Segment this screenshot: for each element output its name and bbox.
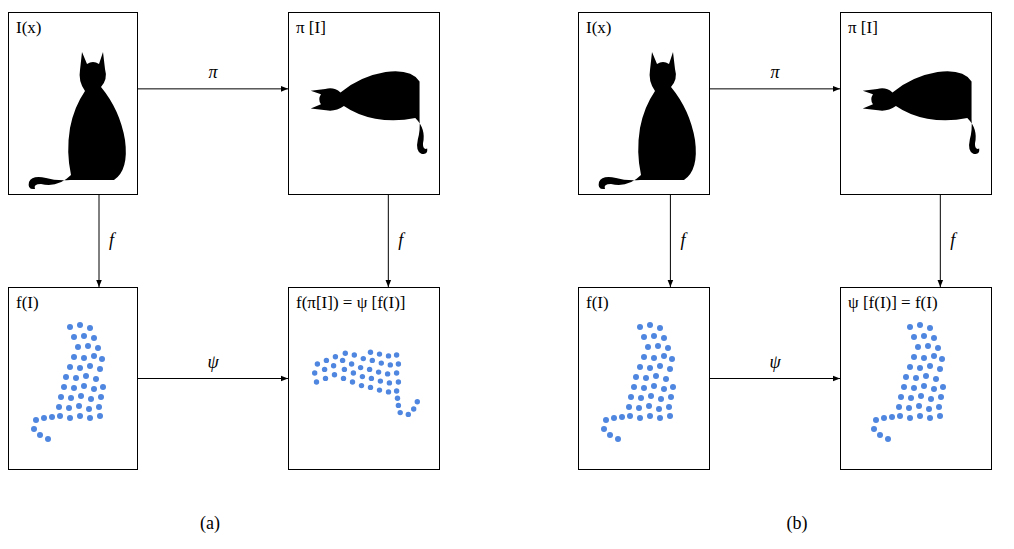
panel-title: π [I]: [289, 13, 333, 43]
feature-points-rotated: [312, 350, 420, 418]
cat-silhouette-rotated: [863, 71, 980, 154]
image-panel: π [I]: [288, 12, 440, 195]
map-label: π: [206, 63, 219, 83]
map-label: ψ: [205, 353, 220, 373]
map-label: f: [678, 231, 687, 251]
mapping-arrow: [710, 88, 840, 89]
map-label: f: [396, 231, 405, 251]
panel-title: I(x): [579, 13, 618, 43]
map-label: ψ: [767, 353, 782, 373]
panel-title: f(π[I]) = ψ [f(I)]: [289, 288, 413, 318]
map-label: π: [768, 63, 781, 83]
image-panel: f(I): [578, 287, 710, 470]
cat-silhouette: [599, 52, 696, 189]
cat-silhouette: [29, 52, 126, 189]
image-panel: f(I): [8, 287, 138, 470]
panel-title: I(x): [9, 13, 48, 43]
panel-title: f(I): [9, 288, 46, 318]
mapping-arrow: [99, 195, 100, 287]
mapping-arrow: [388, 195, 389, 287]
panel-title: π [I]: [841, 13, 885, 43]
panel-title: ψ [f(I)] = f(I): [841, 288, 945, 318]
cat-silhouette-rotated: [311, 71, 428, 154]
mapping-arrow: [138, 378, 288, 379]
mapping-arrow: [710, 378, 840, 379]
image-panel: I(x): [8, 12, 138, 195]
image-panel: π [I]: [840, 12, 992, 195]
image-panel: I(x): [578, 12, 710, 195]
subfigure-label: (b): [787, 513, 808, 534]
panel-title: f(I): [579, 288, 616, 318]
feature-points: [871, 322, 946, 442]
mapping-arrow: [940, 195, 941, 287]
feature-points: [31, 322, 106, 442]
feature-points: [601, 322, 676, 442]
image-panel: f(π[I]) = ψ [f(I)]: [288, 287, 440, 470]
map-label: f: [107, 231, 116, 251]
mapping-arrow: [138, 88, 288, 89]
mapping-arrow: [670, 195, 671, 287]
subfigure-label: (a): [200, 513, 220, 534]
map-label: f: [948, 231, 957, 251]
image-panel: ψ [f(I)] = f(I): [840, 287, 992, 470]
